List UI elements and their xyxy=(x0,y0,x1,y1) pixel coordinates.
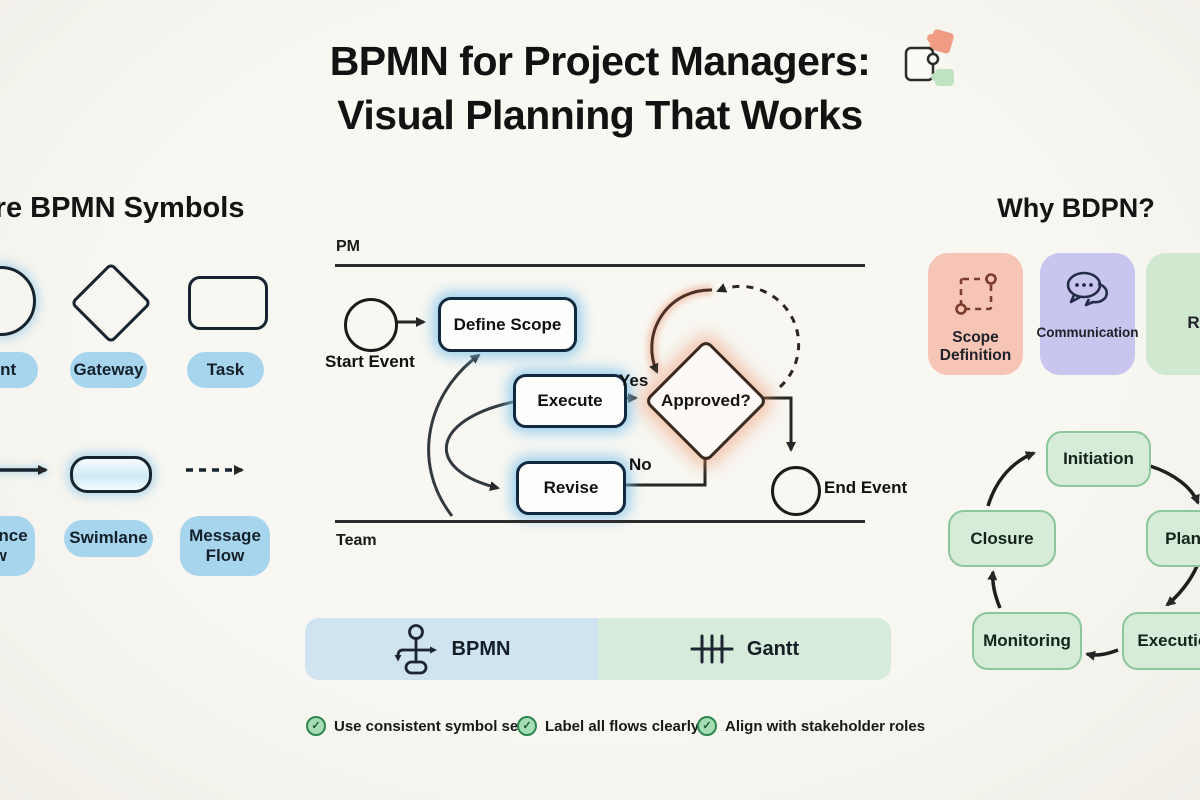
gantt-segment: Gantt xyxy=(598,618,891,680)
tip-text: Align with stakeholder roles xyxy=(725,717,926,735)
arrow-planning-to-execution xyxy=(1165,565,1199,607)
cycle-planning: Planning xyxy=(1146,510,1200,567)
arrow-closure-to-initiation xyxy=(986,451,1036,507)
arrow-execution-to-monitoring xyxy=(1085,648,1119,661)
gateway-symbol xyxy=(69,261,153,345)
flow-gateway-to-end xyxy=(761,396,796,452)
lane-pm-line xyxy=(335,264,865,267)
lane-pm-label: PM xyxy=(336,238,360,255)
event-symbol xyxy=(0,266,36,336)
swimlane-symbol xyxy=(70,456,152,493)
lane-team-label: Team xyxy=(336,532,377,549)
bpmn-flow-icon xyxy=(394,624,437,675)
bpmn-segment: BPMN xyxy=(305,618,598,680)
cycle-execution: Execution xyxy=(1122,612,1200,670)
tip-item: ✓ Use consistent symbol set xyxy=(306,716,523,736)
cycle-closure: Closure xyxy=(948,510,1056,567)
define-scope-task: Define Scope xyxy=(438,297,577,352)
check-icon: ✓ xyxy=(517,716,537,736)
check-icon: ✓ xyxy=(306,716,326,736)
message-flow-label-pill: Message Flow xyxy=(180,516,270,576)
symbols-heading: Core BPMN Symbols xyxy=(0,192,245,224)
end-event-circle xyxy=(771,466,821,516)
flow-curve-to-define xyxy=(427,353,481,517)
communication-card: Communication xyxy=(1037,253,1139,375)
task-label-pill: Task xyxy=(187,352,264,388)
card-label: Scope Definition xyxy=(939,329,1012,364)
gantt-segment-label: Gantt xyxy=(746,637,800,660)
page-title-line2: Visual Planning That Works xyxy=(337,92,863,138)
approved-gateway-label: Approved? xyxy=(661,391,751,411)
task-symbol xyxy=(188,276,268,330)
tip-item: ✓ Align with stakeholder roles xyxy=(697,716,925,736)
approved-gateway: Approved? xyxy=(643,338,769,464)
swimlane-label-pill: Swimlane xyxy=(64,520,153,557)
revise-task: Revise xyxy=(516,461,626,515)
comparison-bar: BPMN Gantt xyxy=(305,618,891,680)
card-label: Communication xyxy=(1036,325,1139,340)
execute-task: Execute xyxy=(513,374,627,428)
third-card: R xyxy=(1146,253,1200,375)
event-label-pill: Event xyxy=(0,352,38,388)
no-label: No xyxy=(629,455,652,474)
scope-selection-icon xyxy=(954,273,997,315)
cycle-initiation: Initiation xyxy=(1046,431,1151,487)
tip-text: Label all flows clearly xyxy=(545,717,700,735)
gantt-icon xyxy=(690,634,734,664)
start-event-circle xyxy=(344,298,398,352)
check-icon: ✓ xyxy=(697,716,717,736)
flow-curve-to-revise xyxy=(444,400,514,491)
page-title-line1: BPMN for Project Managers: xyxy=(329,38,871,84)
bpmn-segment-label: BPMN xyxy=(451,637,511,660)
puzzle-icon xyxy=(904,29,954,86)
yes-label: Yes xyxy=(619,371,649,390)
scope-definition-card: Scope Definition xyxy=(928,253,1023,375)
tip-item: ✓ Label all flows clearly xyxy=(517,716,699,736)
sequence-flow-label-pill: Sequence Flow xyxy=(0,516,35,576)
card-label: R xyxy=(1187,313,1200,332)
gateway-label-pill: Gateway xyxy=(70,352,147,388)
end-event-label: End Event xyxy=(824,478,908,497)
tip-text: Use consistent symbol set xyxy=(334,717,524,735)
arrow-monitoring-to-closure xyxy=(987,570,1002,609)
chat-bubbles-icon xyxy=(1066,271,1108,307)
cycle-monitoring: Monitoring xyxy=(972,612,1082,670)
why-heading: Why BDPN? xyxy=(997,193,1155,223)
start-event-label: Start Event xyxy=(325,352,415,371)
lane-team-line xyxy=(335,520,865,523)
arrow-initiation-to-planning xyxy=(1149,464,1200,505)
